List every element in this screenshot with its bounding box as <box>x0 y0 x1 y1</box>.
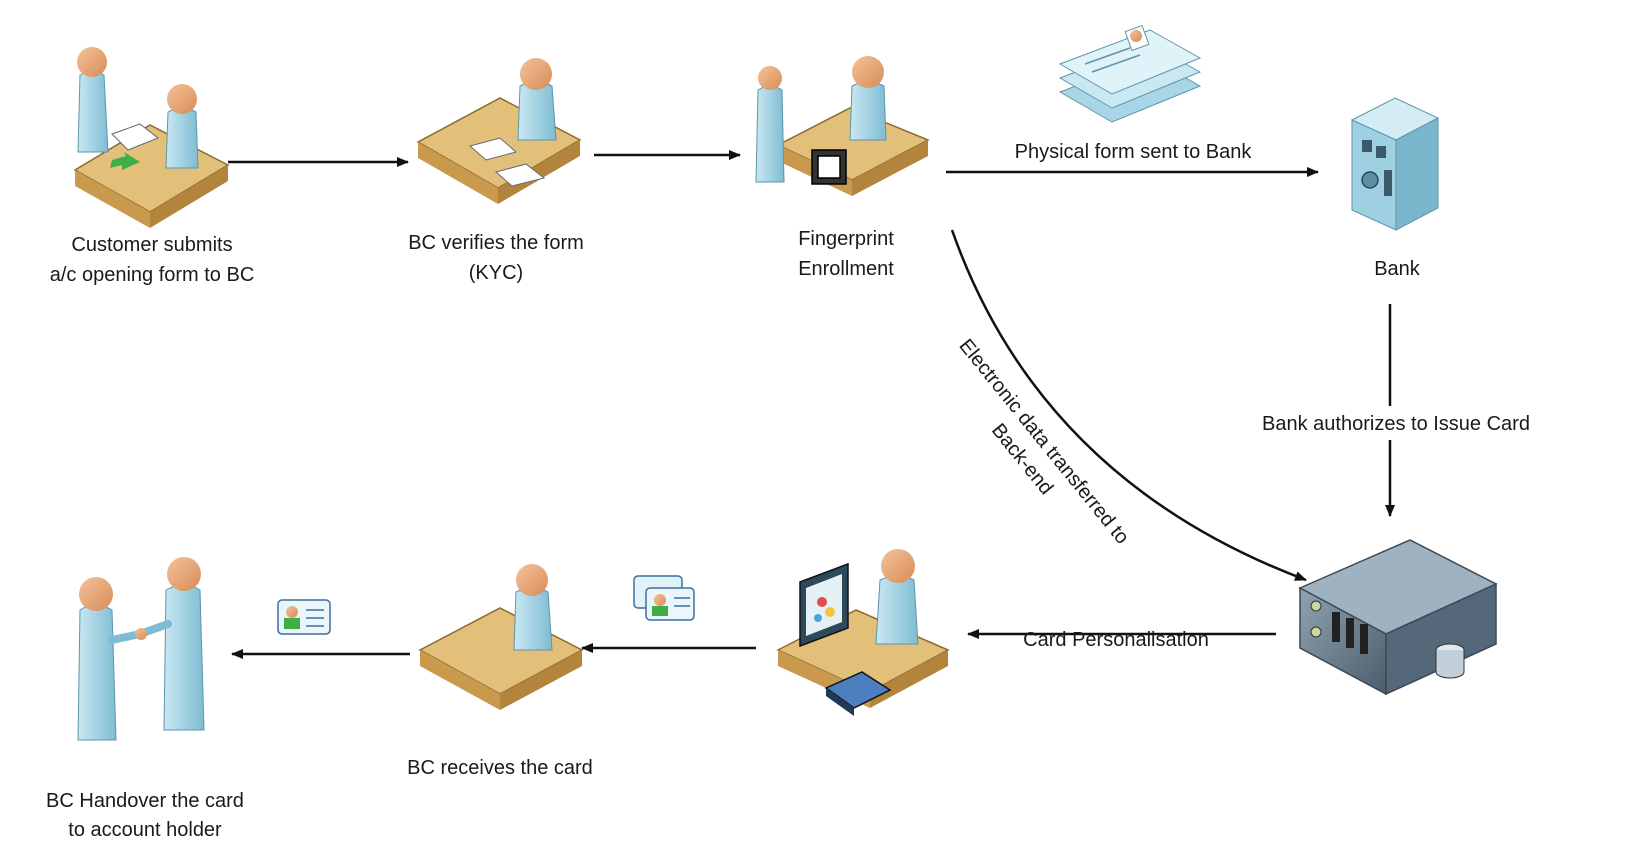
id-cards-icon <box>633 575 695 621</box>
edge-label-physical-form: Physical form sent to Bank <box>1015 141 1253 163</box>
card-personalisation-icon <box>776 549 950 716</box>
form-stack-icon <box>1058 24 1202 123</box>
label-bc-handover-line1: BC Handover the card <box>46 790 244 812</box>
label-bc-handover-line2: to account holder <box>68 819 222 841</box>
bank-building-icon <box>1350 97 1440 231</box>
label-bank: Bank <box>1374 258 1421 280</box>
label-customer-submits-line1: Customer submits <box>71 234 232 256</box>
label-fingerprint-line1: Fingerprint <box>798 228 894 250</box>
label-bc-verifies-line2: (KYC) <box>469 262 523 284</box>
edge-label-bank-authorizes-bg <box>1252 406 1544 440</box>
handshake-icon <box>77 557 205 741</box>
edge-label-electronic-data: Electronic data transferred to Back-end <box>955 335 1134 548</box>
label-fingerprint-line2: Enrollment <box>798 258 894 280</box>
label-bc-receives: BC receives the card <box>407 757 593 779</box>
bc-verifying-icon <box>416 58 582 204</box>
edge-label-electronic-data-line1: Electronic data transferred to <box>955 335 1134 548</box>
edge-label-bank-authorizes: Bank authorizes to Issue Card <box>1262 413 1530 435</box>
arrow-fingerprint-to-server-curve <box>950 229 1307 582</box>
bc-receives-icon <box>418 564 584 710</box>
fingerprint-enrollment-icon <box>755 56 930 196</box>
label-bc-verifies-line1: BC verifies the form <box>408 232 584 254</box>
edge-label-card-personalisation: Card Personalisation <box>1023 629 1209 651</box>
id-card-icon <box>277 599 331 635</box>
label-customer-submits-line2: a/c opening form to BC <box>50 264 255 286</box>
server-icon <box>1298 539 1498 696</box>
customer-at-desk-icon <box>73 47 230 228</box>
